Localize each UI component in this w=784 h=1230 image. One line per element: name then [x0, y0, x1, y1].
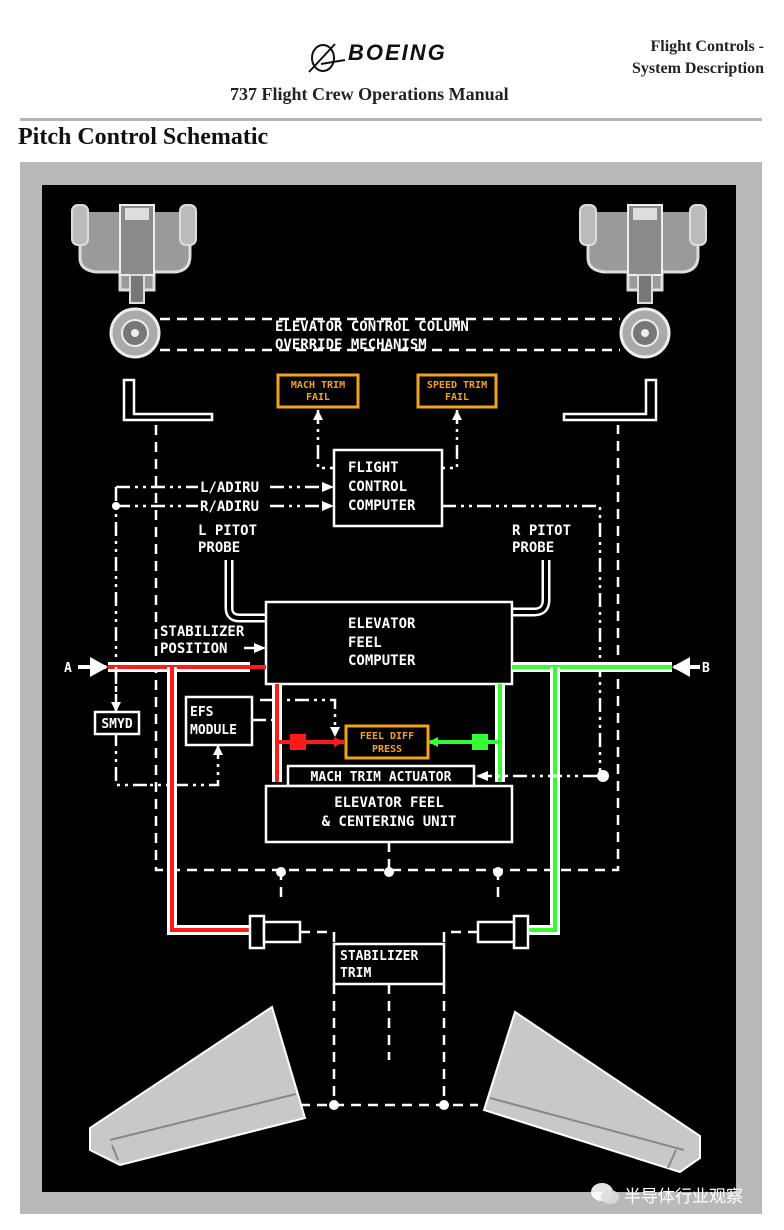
l-adiru-label: L/ADIRU [200, 480, 259, 496]
wechat-icon [591, 1183, 619, 1204]
left-horizontal-stabilizer-icon [89, 1005, 307, 1167]
fcc-label-1: FLIGHT [348, 460, 399, 476]
override-label-2: OVERRIDE MECHANISM [275, 337, 427, 353]
right-control-column-icon [579, 204, 707, 304]
mach-trim-fail-label-2: FAIL [306, 392, 330, 403]
fcc-label-3: COMPUTER [348, 498, 416, 514]
brand-name: BOEING [348, 40, 447, 65]
r-pitot-label-2: PROBE [512, 540, 554, 556]
hyd-b-label: B [702, 661, 710, 676]
stab-position-label-1: STABILIZER [160, 624, 245, 640]
boeing-logo-icon [305, 38, 349, 83]
smyd-box [93, 710, 141, 736]
flight-control-computer-box [332, 448, 444, 528]
mach-trim-fail-light [276, 373, 360, 409]
hyd-a-arrow-icon [90, 657, 108, 677]
r-adiru-label: R/ADIRU [200, 499, 259, 515]
speed-trim-fail-label-2: FAIL [445, 392, 469, 403]
feel-diff-press-light [344, 724, 430, 760]
mach-trim-actuator-label: MACH TRIM ACTUATOR [311, 770, 452, 785]
feel-diff-label-1: FEEL DIFF [360, 731, 414, 742]
stab-position-label-2: POSITION [160, 641, 227, 657]
section-line-1: Flight Controls - [650, 38, 764, 55]
page-title: Pitch Control Schematic [18, 124, 269, 150]
efc-label-2: FEEL [348, 635, 382, 651]
efs-label-1: EFS [190, 705, 214, 720]
section-line-2: System Description [632, 60, 764, 77]
speed-trim-fail-light [416, 373, 498, 409]
mach-trim-fail-label-1: MACH TRIM [291, 380, 345, 391]
hyd-a-label: A [64, 661, 72, 676]
system-b-feel-valve-icon [472, 734, 488, 750]
speed-trim-fail-label-1: SPEED TRIM [427, 380, 487, 391]
efs-label-2: MODULE [190, 723, 237, 738]
l-pitot-label-1: L PITOT [198, 523, 257, 539]
elevator-feel-computer-box [264, 600, 514, 686]
r-pitot-label-1: R PITOT [512, 523, 571, 539]
efcu-label-2: & CENTERING UNIT [322, 814, 457, 830]
override-label-1: ELEVATOR CONTROL COLUMN [275, 319, 469, 335]
right-override-wheel-icon [619, 307, 671, 359]
efc-label-3: COMPUTER [348, 653, 416, 669]
l-pitot-label-2: PROBE [198, 540, 240, 556]
section-header: Flight Controls - System Description [632, 36, 764, 80]
manual-title: 737 Flight Crew Operations Manual [230, 84, 509, 104]
hyd-b-arrow-icon [672, 657, 690, 677]
watermark-text: 半导体行业观察 [624, 1187, 743, 1207]
right-stab-trim-actuator-icon [476, 914, 530, 950]
stab-trim-label-1: STABILIZER [340, 949, 418, 964]
left-stab-trim-actuator-icon [248, 914, 302, 950]
fcc-label-2: CONTROL [348, 479, 407, 495]
efc-label-1: ELEVATOR [348, 616, 416, 632]
feel-diff-label-2: PRESS [372, 744, 402, 755]
elevator-feel-centering-unit-box [264, 784, 514, 844]
left-control-column-icon [71, 204, 197, 304]
efcu-label-1: ELEVATOR FEEL [334, 795, 444, 811]
header-rule [20, 118, 762, 121]
smyd-label: SMYD [101, 717, 132, 732]
system-a-feel-valve-icon [290, 734, 306, 750]
stab-trim-label-2: TRIM [340, 966, 371, 981]
left-override-wheel-icon [109, 307, 161, 359]
right-horizontal-stabilizer-icon [482, 1010, 701, 1174]
